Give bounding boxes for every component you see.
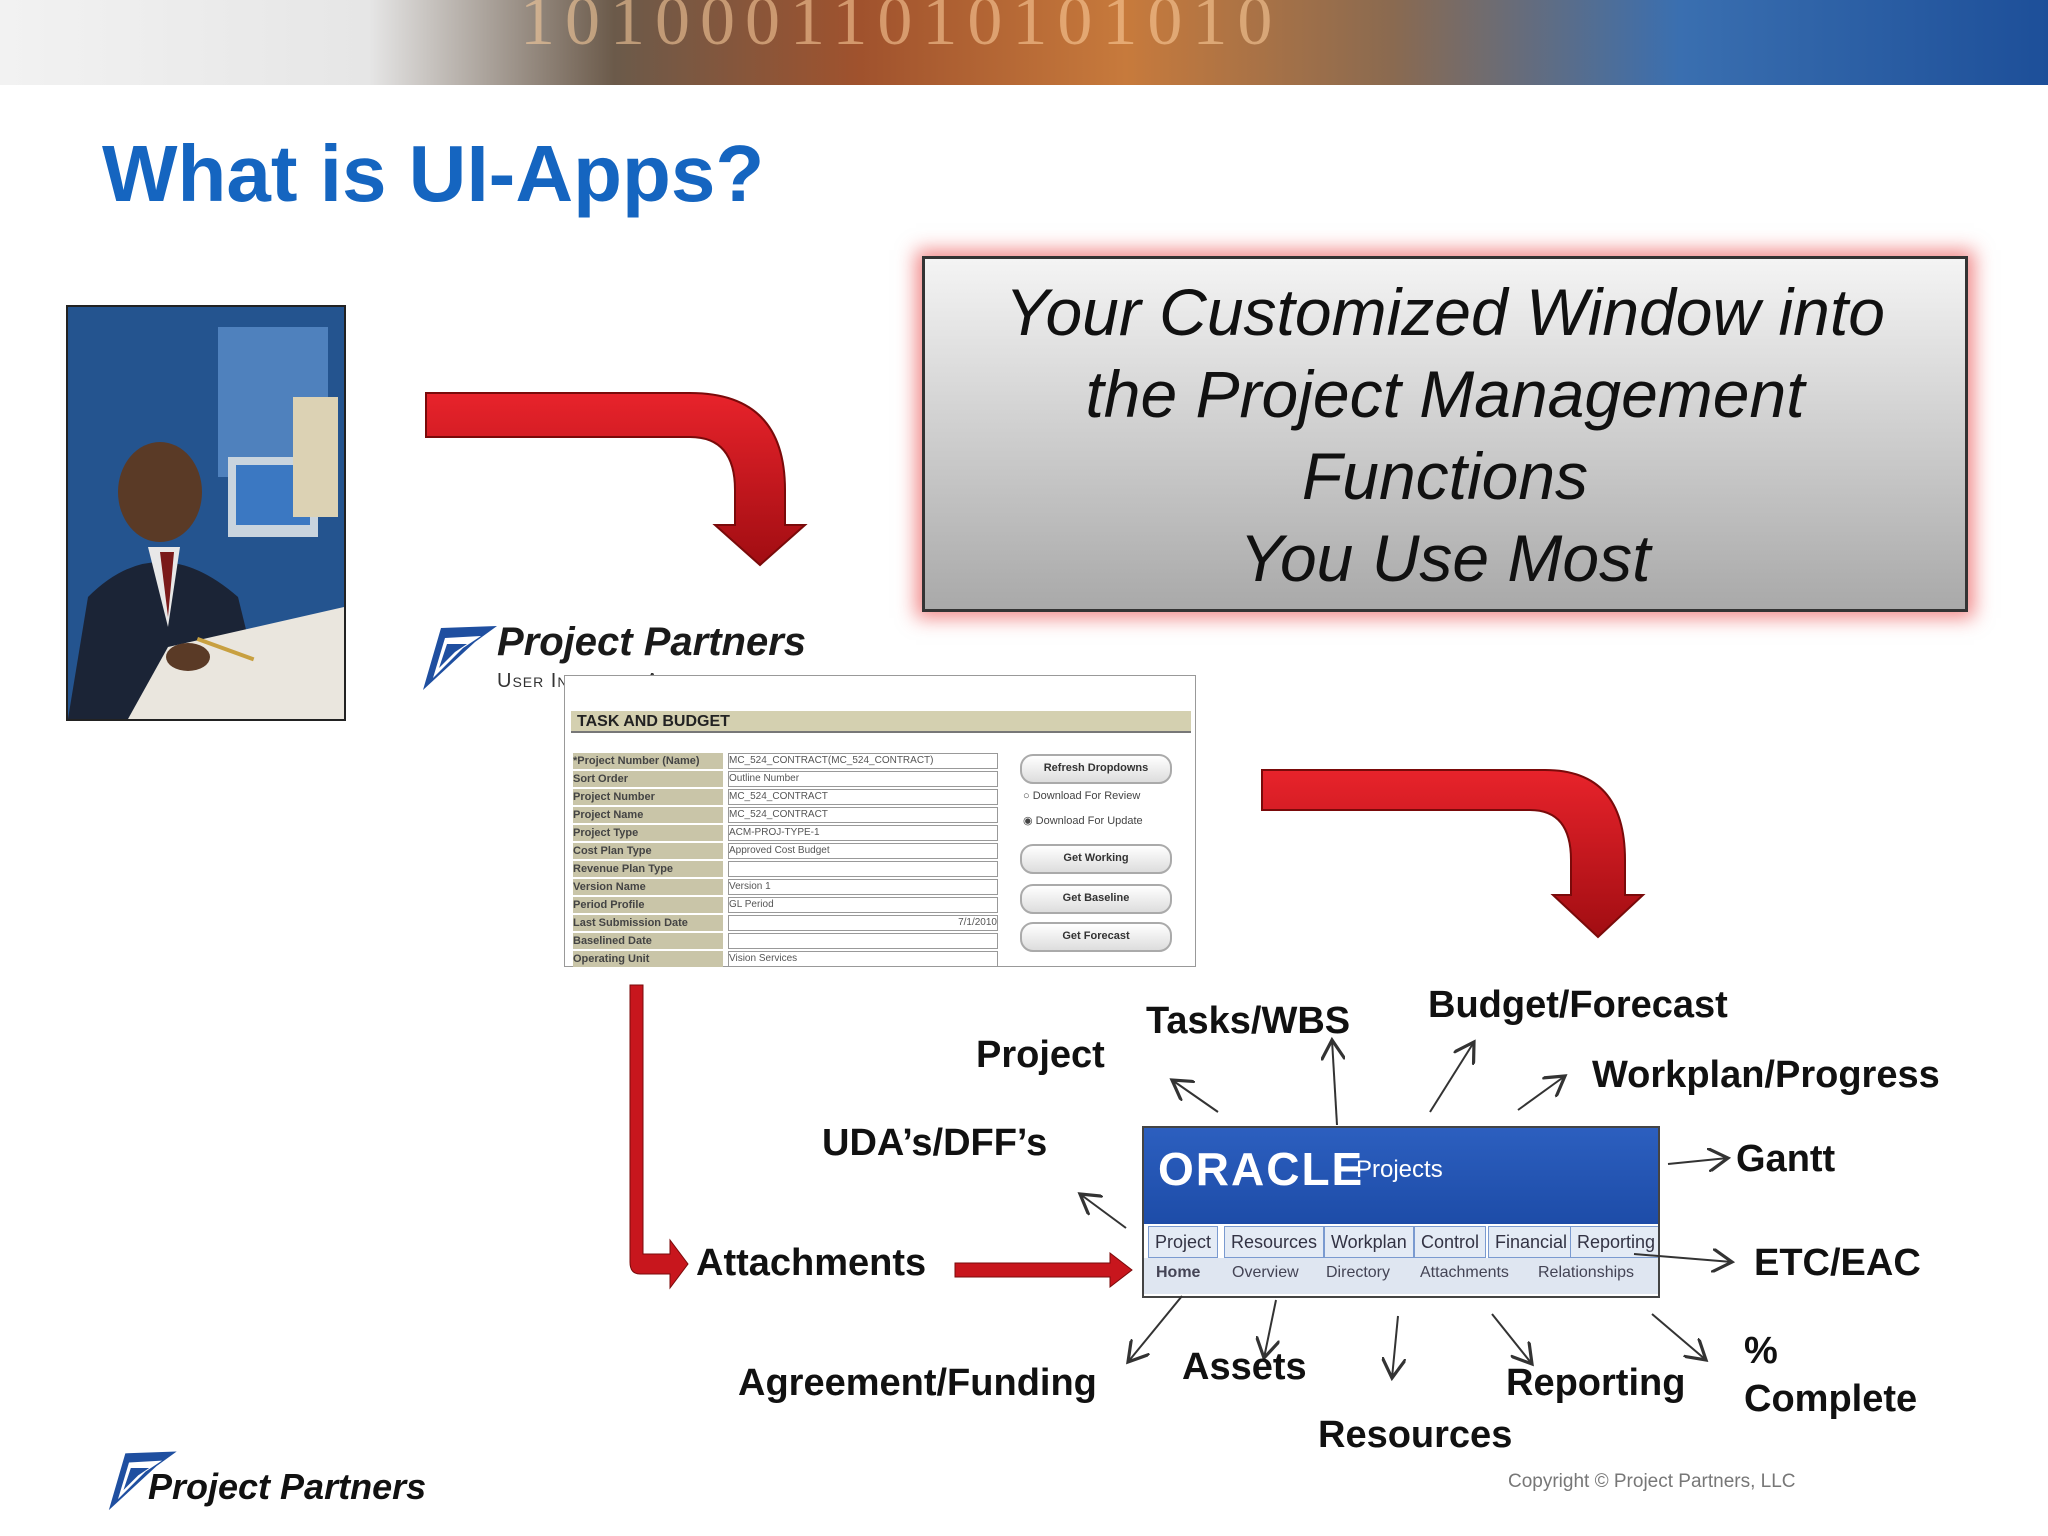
form-heading: TASK AND BUDGET <box>571 711 1191 733</box>
get-forecast-button[interactable]: Get Forecast <box>1020 922 1172 952</box>
label-assets: Assets <box>1182 1346 1307 1388</box>
row-label: Cost Plan Type <box>573 843 723 859</box>
subnav-directory[interactable]: Directory <box>1326 1264 1391 1281</box>
businessman-illustration <box>68 307 344 719</box>
row-value[interactable]: ACM-PROJ-TYPE-1 <box>728 825 998 841</box>
label-attachments: Attachments <box>696 1242 927 1284</box>
subnav-attachments[interactable]: Attachments <box>1420 1264 1509 1281</box>
row-label: *Project Number (Name) <box>573 753 723 769</box>
callout-line-3: Functions <box>1301 439 1589 513</box>
callout-line-1: Your Customized Window into <box>1005 275 1885 349</box>
tab-reporting[interactable]: Reporting <box>1570 1226 1658 1258</box>
tab-control[interactable]: Control <box>1414 1226 1487 1258</box>
label-reporting: Reporting <box>1506 1362 1686 1404</box>
tab-financial[interactable]: Financial <box>1488 1226 1575 1258</box>
row-label: Period Profile <box>573 897 723 913</box>
label-workplan-progress: Workplan/Progress <box>1592 1054 1940 1096</box>
banner-digits: 10100011010101010 <box>520 0 1283 60</box>
tab-resources[interactable]: Resources <box>1224 1226 1325 1258</box>
label-resources: Resources <box>1318 1414 1513 1456</box>
header-banner: 10100011010101010 <box>0 0 2048 85</box>
arrow-to-assets <box>1264 1299 1276 1358</box>
arrow-to-reporting <box>1491 1313 1532 1364</box>
row-label: Operating Unit <box>573 951 723 967</box>
subnav-home[interactable]: Home <box>1156 1264 1201 1281</box>
task-budget-form: TASK AND BUDGET *Project Number (Name) MC… <box>564 675 1196 967</box>
arrow-to-complete <box>1651 1313 1706 1360</box>
row-label: Project Name <box>573 807 723 823</box>
arrow-to-project <box>1172 1080 1219 1113</box>
row-value[interactable]: Outline Number <box>728 771 998 787</box>
row-label: Sort Order <box>573 771 723 787</box>
footer-brand-name: Project Partners <box>148 1466 427 1507</box>
arrow-to-etc <box>1633 1254 1732 1262</box>
get-working-button[interactable]: Get Working <box>1020 844 1172 874</box>
arrow-to-workplan <box>1517 1076 1565 1111</box>
oracle-subnav: Home Overview Directory Attachments Rela… <box>1144 1258 1658 1294</box>
radio-label: Download For Review <box>1032 790 1141 802</box>
row-value[interactable] <box>728 933 998 949</box>
label-agreement-funding: Agreement/Funding <box>738 1362 1097 1404</box>
row-label: Version Name <box>573 879 723 895</box>
label-tasks-wbs: Tasks/WBS <box>1146 1000 1351 1042</box>
row-label: Baselined Date <box>573 933 723 949</box>
row-value[interactable]: Vision Services <box>728 951 998 967</box>
row-label: Last Submission Date <box>573 915 723 931</box>
arrow-to-gantt <box>1667 1158 1728 1164</box>
label-udas-dffs: UDA’s/DFF’s <box>822 1122 1048 1164</box>
row-label: Project Number <box>573 789 723 805</box>
label-project: Project <box>976 1034 1105 1076</box>
project-partners-logo-icon <box>415 620 499 697</box>
row-value[interactable]: GL Period <box>728 897 998 913</box>
label-etc-eac: ETC/EAC <box>1754 1242 1921 1284</box>
tab-project[interactable]: Project <box>1148 1226 1219 1258</box>
subnav-relationships[interactable]: Relationships <box>1538 1264 1635 1281</box>
arrow-to-budget <box>1429 1042 1474 1113</box>
arrow-to-agreement <box>1128 1295 1183 1362</box>
red-elbow-arrow <box>629 984 689 1290</box>
row-value[interactable]: Approved Cost Budget <box>728 843 998 859</box>
download-update-radio[interactable]: ◉ Download For Update <box>1023 815 1143 827</box>
red-curved-arrow-1 <box>425 392 808 567</box>
slide-title: What is UI-Apps? <box>102 129 765 218</box>
subnav-overview[interactable]: Overview <box>1232 1264 1299 1281</box>
callout-line-4: You Use Most <box>1239 521 1651 595</box>
row-value[interactable]: MC_524_CONTRACT <box>728 789 998 805</box>
brand-name: Project Partners <box>497 620 807 664</box>
row-value[interactable]: MC_524_CONTRACT <box>728 807 998 823</box>
get-baseline-button[interactable]: Get Baseline <box>1020 884 1172 914</box>
red-horizontal-arrow <box>954 1251 1133 1289</box>
oracle-header: ORACLE Projects <box>1144 1128 1658 1224</box>
copyright-notice: Copyright © Project Partners, LLC <box>1508 1471 1796 1492</box>
oracle-logo: ORACLE <box>1158 1143 1365 1195</box>
oracle-projects-window: ORACLE Projects Project Resources Workpl… <box>1142 1126 1660 1298</box>
arrow-to-udas <box>1080 1194 1127 1229</box>
callout-line-2: the Project Management <box>1085 357 1805 431</box>
download-review-radio[interactable]: ○ Download For Review <box>1023 790 1141 802</box>
project-partners-bottom-logo-icon <box>100 1446 180 1517</box>
tagline-callout: Your Customized Window into the Project … <box>922 256 1968 612</box>
row-value[interactable]: MC_524_CONTRACT(MC_524_CONTRACT) <box>728 753 998 769</box>
tab-workplan[interactable]: Workplan <box>1324 1226 1414 1258</box>
oracle-product-name: Projects <box>1356 1156 1443 1183</box>
arrow-to-tasks <box>1332 1040 1337 1126</box>
radio-label: Download For Update <box>1035 815 1143 827</box>
row-value[interactable] <box>728 861 998 877</box>
row-label: Project Type <box>573 825 723 841</box>
label-complete: Complete <box>1744 1378 1918 1420</box>
refresh-dropdowns-button[interactable]: Refresh Dropdowns <box>1020 754 1172 784</box>
row-value[interactable]: 7/1/2010 <box>728 915 998 931</box>
arrow-to-resources <box>1392 1315 1398 1378</box>
row-value[interactable]: Version 1 <box>728 879 998 895</box>
label-percent: % <box>1744 1330 1778 1372</box>
red-curved-arrow-2 <box>1261 769 1646 939</box>
label-budget-forecast: Budget/Forecast <box>1428 984 1728 1026</box>
businessman-photo <box>66 305 346 721</box>
label-gantt: Gantt <box>1736 1138 1836 1180</box>
row-label: Revenue Plan Type <box>573 861 723 877</box>
